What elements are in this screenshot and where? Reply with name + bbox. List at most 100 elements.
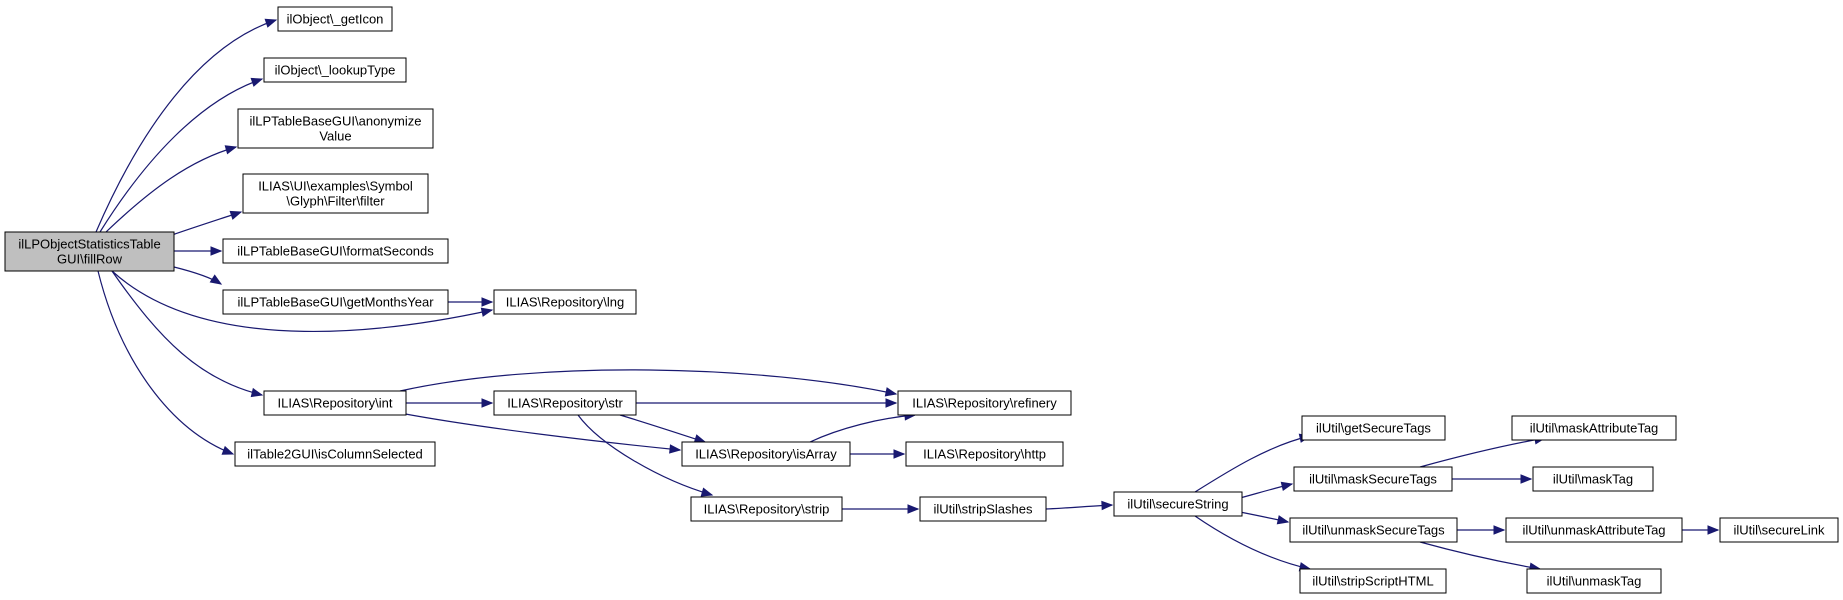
node-int[interactable]: ILIAS\Repository\int (263, 390, 407, 416)
node-unmaskAttributeTag[interactable]: ilUtil\unmaskAttributeTag (1505, 517, 1683, 543)
node-box[interactable] (242, 173, 429, 214)
node-box[interactable] (1293, 466, 1453, 492)
node-box[interactable] (234, 441, 436, 467)
node-stripSlashes[interactable]: ilUtil\stripSlashes (919, 496, 1047, 522)
node-box[interactable] (493, 289, 637, 315)
node-label: ilUtil\stripScriptHTML (1312, 574, 1433, 589)
node-box[interactable] (493, 390, 637, 416)
arrowhead-icon (221, 445, 235, 455)
node-box[interactable] (1301, 415, 1446, 441)
node-isColumnSelected[interactable]: ilTable2GUI\isColumnSelected (234, 441, 436, 467)
edge-str-to-refinery (636, 398, 898, 408)
node-label: Value (319, 129, 351, 144)
edge-root-to-formatSeconds (174, 246, 223, 256)
node-filter[interactable]: ILIAS\UI\examples\Symbol\Glyph\Filter\fi… (242, 173, 429, 214)
node-box[interactable] (222, 289, 449, 315)
edge-unmaskSecureTags-to-unmaskAttributeTag (1456, 525, 1506, 535)
edge-secureString-to-getSecureTags (1194, 433, 1312, 493)
edge-line (399, 369, 897, 395)
edge-unmaskSecureTags-to-unmaskTag (1419, 541, 1542, 572)
node-box[interactable] (1289, 517, 1458, 543)
arrowhead-icon (250, 77, 264, 87)
node-box[interactable] (1532, 466, 1654, 492)
node-label: ilLPTableBaseGUI\getMonthsYear (237, 295, 434, 310)
node-getMonthsYear[interactable]: ilLPTableBaseGUI\getMonthsYear (222, 289, 449, 315)
node-str[interactable]: ILIAS\Repository\str (493, 390, 637, 416)
edge-line (1419, 541, 1541, 570)
node-label: ilUtil\unmaskSecureTags (1302, 523, 1445, 538)
arrowhead-icon (893, 449, 906, 459)
node-getIcon[interactable]: ilObject\_getIcon (277, 6, 393, 32)
node-box[interactable] (277, 6, 393, 32)
node-box[interactable] (263, 390, 407, 416)
node-isArray[interactable]: ILIAS\Repository\isArray (681, 441, 851, 467)
node-box[interactable] (1511, 415, 1677, 441)
node-box[interactable] (4, 231, 175, 272)
node-box[interactable] (1719, 517, 1839, 543)
node-label: \Glyph\Filter\filter (286, 194, 385, 209)
node-label: ILIAS\Repository\lng (506, 295, 625, 310)
node-box[interactable] (237, 108, 434, 149)
node-secureLink[interactable]: ilUtil\secureLink (1719, 517, 1839, 543)
node-strip[interactable]: ILIAS\Repository\strip (690, 496, 843, 522)
node-label: ILIAS\UI\examples\Symbol (258, 179, 413, 194)
arrowhead-icon (209, 274, 223, 285)
node-label: ilTable2GUI\isColumnSelected (247, 447, 423, 462)
node-label: ilUtil\secureLink (1733, 523, 1825, 538)
edge-line (1194, 435, 1311, 493)
node-box[interactable] (1113, 491, 1243, 517)
edge-str-to-strip (577, 414, 714, 497)
node-box[interactable] (690, 496, 843, 522)
node-label: ILIAS\Repository\str (507, 396, 623, 411)
arrowhead-icon (1276, 515, 1290, 525)
arrowhead-icon (907, 504, 920, 514)
node-maskAttributeTag[interactable]: ilUtil\maskAttributeTag (1511, 415, 1677, 441)
node-getSecureTags[interactable]: ilUtil\getSecureTags (1301, 415, 1446, 441)
node-box[interactable] (263, 57, 407, 83)
node-label: ilLPObjectStatisticsTable (18, 237, 160, 252)
edge-getMonthsYear-to-lng (448, 297, 494, 307)
node-lookupType[interactable]: ilObject\_lookupType (263, 57, 407, 83)
edge-secureString-to-unmaskSecureTags (1239, 511, 1290, 525)
edge-line (809, 414, 916, 443)
edge-line (1194, 515, 1311, 570)
node-label: ilUtil\maskSecureTags (1309, 472, 1437, 487)
node-box[interactable] (897, 390, 1072, 416)
node-maskSecureTags[interactable]: ilUtil\maskSecureTags (1293, 466, 1453, 492)
node-secureString[interactable]: ilUtil\secureString (1113, 491, 1243, 517)
edge-line (171, 211, 242, 236)
node-box[interactable] (681, 441, 851, 467)
edge-secureString-to-maskSecureTags (1239, 481, 1294, 499)
edge-line (95, 19, 277, 233)
node-box[interactable] (1299, 568, 1447, 594)
arrowhead-icon (1520, 474, 1533, 484)
node-box[interactable] (905, 441, 1064, 467)
node-maskTag[interactable]: ilUtil\maskTag (1532, 466, 1654, 492)
edge-maskSecureTags-to-maskTag (1451, 474, 1533, 484)
arrowhead-icon (264, 18, 278, 28)
node-refinery[interactable]: ILIAS\Repository\refinery (897, 390, 1072, 416)
node-lng[interactable]: ILIAS\Repository\lng (493, 289, 637, 315)
node-box[interactable] (1526, 568, 1662, 594)
node-box[interactable] (222, 238, 449, 264)
node-unmaskSecureTags[interactable]: ilUtil\unmaskSecureTags (1289, 517, 1458, 543)
node-http[interactable]: ILIAS\Repository\http (905, 441, 1064, 467)
node-unmaskTag[interactable]: ilUtil\unmaskTag (1526, 568, 1662, 594)
node-label: ilUtil\secureString (1127, 497, 1228, 512)
node-box[interactable] (919, 496, 1047, 522)
arrowhead-icon (884, 387, 898, 397)
node-label: ilLPTableBaseGUI\anonymize (250, 114, 422, 129)
node-label: ilObject\_lookupType (275, 63, 396, 78)
node-label: ilLPTableBaseGUI\formatSeconds (237, 244, 434, 259)
edge-unmaskAttributeTag-to-secureLink (1681, 525, 1720, 535)
node-formatSeconds[interactable]: ilLPTableBaseGUI\formatSeconds (222, 238, 449, 264)
node-stripScriptHTML[interactable]: ilUtil\stripScriptHTML (1299, 568, 1447, 594)
edge-strip-to-stripSlashes (841, 504, 920, 514)
edge-line (111, 270, 493, 333)
edge-line (399, 412, 681, 451)
node-box[interactable] (1505, 517, 1683, 543)
